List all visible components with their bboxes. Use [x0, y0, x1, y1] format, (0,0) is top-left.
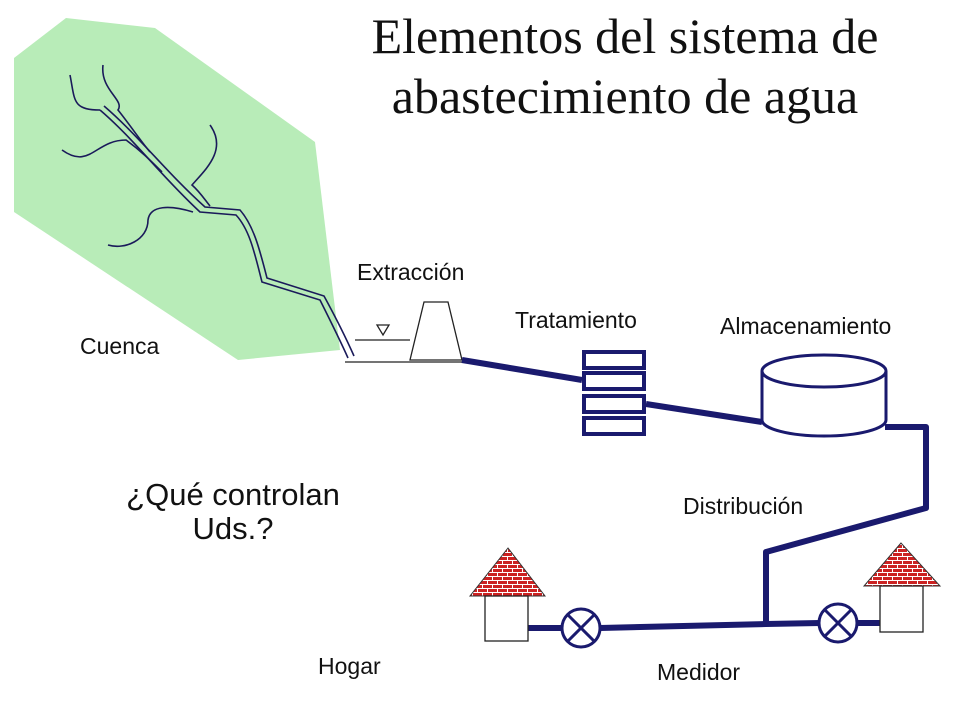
label-tratamiento: Tratamiento — [515, 307, 637, 333]
label-medidor: Medidor — [657, 659, 741, 685]
page-title: Elementos del sistema de abastecimiento … — [300, 6, 950, 126]
treatment-units — [582, 350, 646, 436]
label-cuenca: Cuenca — [80, 333, 160, 359]
label-hogar: Hogar — [318, 653, 381, 679]
river-network — [61, 64, 355, 359]
water-meter-right — [817, 602, 859, 644]
water-meter-left — [560, 607, 602, 649]
house-left — [468, 547, 547, 642]
question-text: ¿Qué controlan Uds.? — [78, 478, 388, 546]
question-line-2: Uds.? — [192, 511, 274, 546]
label-distribucion: Distribución — [683, 493, 804, 519]
storage-tank — [760, 353, 888, 438]
extraction-intake — [345, 301, 463, 363]
pipeline — [461, 357, 929, 631]
label-almacenamiento: Almacenamiento — [720, 313, 892, 339]
house-right — [862, 542, 942, 633]
title-line-2: abastecimiento de agua — [391, 68, 859, 124]
title-line-1: Elementos del sistema de — [371, 8, 879, 64]
question-line-1: ¿Qué controlan — [126, 477, 340, 512]
label-extraccion: Extracción — [357, 259, 465, 285]
